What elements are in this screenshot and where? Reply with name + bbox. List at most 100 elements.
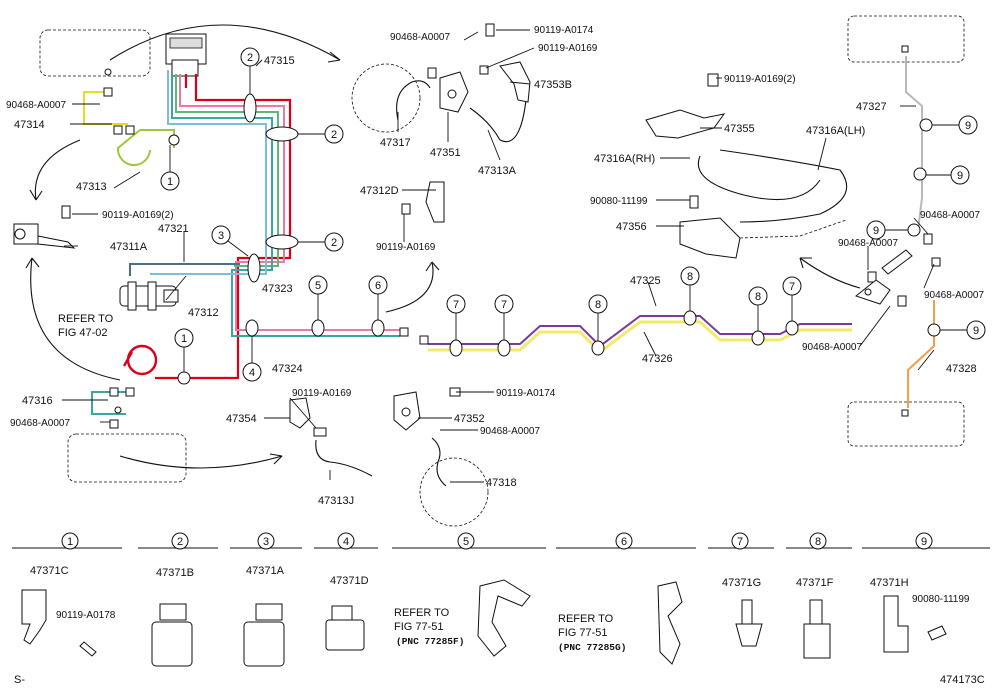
svg-text:90119-A0174: 90119-A0174 bbox=[534, 25, 594, 36]
hose-detail-circle-47318 bbox=[419, 457, 489, 527]
svg-text:FIG 77-51: FIG 77-51 bbox=[394, 621, 444, 633]
svg-text:47352: 47352 bbox=[454, 413, 485, 425]
svg-text:7: 7 bbox=[501, 299, 507, 311]
svg-text:2: 2 bbox=[331, 129, 337, 141]
svg-text:9: 9 bbox=[957, 170, 963, 182]
svg-text:47356: 47356 bbox=[616, 221, 647, 233]
svg-text:9: 9 bbox=[873, 225, 879, 237]
svg-text:47371F: 47371F bbox=[796, 577, 834, 589]
svg-text:REFER TO: REFER TO bbox=[558, 613, 614, 625]
svg-text:47316A(LH): 47316A(LH) bbox=[806, 125, 865, 137]
label-leaders bbox=[62, 29, 935, 483]
svg-text:90119-A0169: 90119-A0169 bbox=[292, 388, 352, 399]
svg-text:(PNC 77285F): (PNC 77285F) bbox=[396, 636, 464, 647]
rear-right-brake-outline bbox=[847, 401, 965, 447]
tube-teal-main bbox=[171, 74, 400, 337]
hose-47318 bbox=[431, 437, 447, 487]
bracket-47351 bbox=[427, 67, 469, 113]
refer-fig-47-line1: REFER TO bbox=[58, 313, 114, 325]
tube-red bbox=[155, 74, 292, 380]
tube-lightblue bbox=[150, 70, 267, 275]
tube-47327 bbox=[905, 56, 923, 231]
bracket-47353B bbox=[479, 23, 531, 103]
part-labels: 47315 90468-A0007 47314 47313 90119-A016… bbox=[6, 25, 984, 507]
valve-47312 bbox=[119, 281, 179, 311]
tube-green bbox=[175, 74, 279, 267]
svg-text:5: 5 bbox=[463, 536, 469, 548]
svg-text:REFER TO: REFER TO bbox=[394, 607, 450, 619]
svg-text:2: 2 bbox=[331, 237, 337, 249]
svg-text:9: 9 bbox=[921, 536, 927, 548]
svg-text:7: 7 bbox=[789, 281, 795, 293]
svg-text:90119-A0169(2): 90119-A0169(2) bbox=[724, 74, 796, 85]
tube-slate bbox=[129, 263, 240, 276]
svg-text:47312: 47312 bbox=[188, 307, 219, 319]
svg-text:4: 4 bbox=[343, 536, 349, 548]
joint-rear bbox=[854, 249, 913, 305]
svg-text:47315: 47315 bbox=[264, 55, 295, 67]
hose-47316A-RH bbox=[697, 155, 821, 201]
svg-text:3: 3 bbox=[218, 230, 224, 242]
svg-text:6: 6 bbox=[375, 280, 381, 292]
svg-text:9: 9 bbox=[965, 120, 971, 132]
reference-arrows bbox=[25, 24, 861, 469]
svg-text:1: 1 bbox=[167, 176, 173, 188]
svg-text:90468-A0007: 90468-A0007 bbox=[10, 418, 70, 429]
callout-leaders bbox=[169, 66, 967, 372]
tube-47326 bbox=[428, 320, 852, 354]
svg-text:(PNC 77285G): (PNC 77285G) bbox=[558, 642, 626, 653]
svg-text:90468-A0007: 90468-A0007 bbox=[480, 426, 540, 437]
svg-text:47311A: 47311A bbox=[110, 241, 148, 253]
bracket-47356 bbox=[679, 195, 741, 259]
svg-text:47318: 47318 bbox=[486, 477, 517, 489]
bracket-47352 bbox=[393, 387, 461, 431]
svg-text:47371D: 47371D bbox=[330, 575, 369, 587]
svg-text:47371A: 47371A bbox=[246, 565, 285, 577]
svg-text:90468-A0007: 90468-A0007 bbox=[390, 32, 450, 43]
refer-fig-47-line2: FIG 47-02 bbox=[58, 327, 108, 339]
hose-detail-circle-47317 bbox=[351, 63, 421, 133]
svg-text:90468-A0007: 90468-A0007 bbox=[802, 342, 862, 353]
svg-text:90468-A0007: 90468-A0007 bbox=[6, 100, 66, 111]
svg-text:47313A: 47313A bbox=[478, 165, 517, 177]
svg-text:47324: 47324 bbox=[272, 363, 303, 375]
svg-text:90468-A0007: 90468-A0007 bbox=[920, 210, 980, 221]
rear-left-brake-outline bbox=[847, 15, 965, 63]
svg-text:6: 6 bbox=[621, 536, 627, 548]
bracket-47355 bbox=[645, 73, 726, 139]
figure-code: 474173C bbox=[940, 674, 985, 686]
svg-text:47314: 47314 bbox=[14, 119, 45, 131]
svg-text:47313J: 47313J bbox=[318, 495, 354, 507]
clamp-table: 1 2 3 4 5 6 7 8 9 47371C 90119-A0178 473… bbox=[12, 532, 990, 667]
svg-text:47317: 47317 bbox=[380, 137, 411, 149]
svg-text:8: 8 bbox=[755, 291, 761, 303]
hose-47313 bbox=[116, 129, 175, 166]
svg-text:90119-A0178: 90119-A0178 bbox=[56, 610, 116, 621]
svg-text:47371B: 47371B bbox=[156, 567, 194, 579]
svg-text:47325: 47325 bbox=[630, 275, 661, 287]
hose-47313A bbox=[469, 99, 527, 143]
svg-text:47353B: 47353B bbox=[534, 79, 572, 91]
rear-valve bbox=[122, 344, 158, 376]
svg-text:90119-A0169: 90119-A0169 bbox=[376, 242, 436, 253]
tube-47314 bbox=[83, 91, 128, 125]
svg-text:47371H: 47371H bbox=[870, 577, 909, 589]
svg-text:9: 9 bbox=[973, 325, 979, 337]
actuator-outline bbox=[67, 433, 187, 483]
svg-text:8: 8 bbox=[595, 299, 601, 311]
hose-47317 bbox=[396, 80, 431, 121]
svg-text:47371C: 47371C bbox=[30, 565, 69, 577]
tube-47328 bbox=[907, 300, 935, 408]
svg-text:8: 8 bbox=[815, 536, 821, 548]
svg-text:47313: 47313 bbox=[76, 181, 107, 193]
fittings bbox=[103, 68, 941, 429]
svg-text:47323: 47323 bbox=[262, 283, 293, 295]
svg-text:47316: 47316 bbox=[22, 395, 53, 407]
svg-text:47355: 47355 bbox=[724, 123, 755, 135]
callout-numbers: 2 2 2 3 1 1 4 5 6 7 7 8 8 8 7 9 9 9 9 bbox=[167, 52, 979, 379]
svg-text:47328: 47328 bbox=[946, 363, 977, 375]
hose-47316A-LH bbox=[719, 149, 848, 223]
svg-text:90119-A0169(2): 90119-A0169(2) bbox=[102, 210, 174, 221]
svg-text:47316A(RH): 47316A(RH) bbox=[594, 153, 655, 165]
